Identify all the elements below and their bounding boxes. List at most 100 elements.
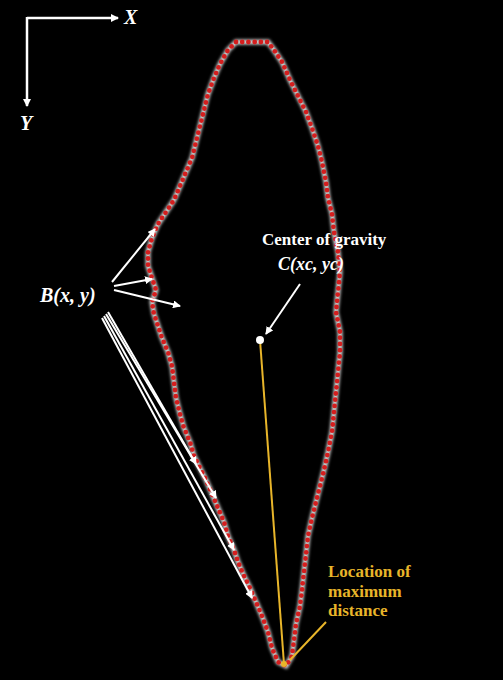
y-axis [26, 17, 29, 106]
boundary-dot [279, 59, 284, 64]
boundary-dot [290, 82, 295, 87]
boundary-dot [335, 373, 340, 378]
boundary-dot [330, 422, 335, 427]
boundary-dot [199, 118, 204, 123]
boundary-dot [196, 130, 201, 135]
axis-label: Y [20, 112, 32, 135]
boundary-dot [233, 551, 238, 556]
boundary-dot [316, 145, 321, 150]
boundary-dot [214, 71, 219, 76]
boundary-dot [269, 44, 274, 49]
boundary-dot [202, 106, 207, 111]
boundary-dot [330, 218, 335, 223]
boundary-dot [318, 151, 323, 156]
boundary-dot [240, 40, 245, 45]
boundary-dot [335, 292, 340, 297]
boundary-dot [306, 531, 311, 536]
boundary-dot [146, 250, 151, 255]
boundary-dot [300, 587, 305, 592]
boundary-dot [303, 556, 308, 561]
boundary-dot [327, 441, 332, 446]
boundary-dot [220, 516, 225, 521]
boundary-dot [181, 424, 186, 429]
boundary-dot [234, 40, 239, 45]
boundary-dot [252, 596, 257, 601]
boundary-dot [266, 631, 271, 636]
boundary-dot [264, 625, 269, 630]
boundary-dot [338, 329, 343, 334]
boundary-dot [150, 304, 155, 309]
callout-label: B(x, y) [40, 284, 96, 307]
boundary-dot [302, 562, 307, 567]
boundary-dot [193, 142, 198, 147]
boundary-dot [293, 624, 298, 629]
boundary-dot [268, 637, 273, 642]
boundary-dot [183, 172, 188, 177]
boundary-dot [176, 406, 181, 411]
boundary-dot [265, 40, 270, 45]
axis-label: X [124, 6, 137, 29]
boundary-dot [180, 177, 185, 182]
boundary-dot [170, 200, 175, 205]
boundary-dot [325, 194, 330, 199]
boundary-dot [191, 148, 196, 153]
boundary-dot [173, 388, 178, 393]
boundary-dot [319, 477, 324, 482]
boundary-dot [185, 166, 190, 171]
boundary-dot [179, 418, 184, 423]
boundary-dot [310, 127, 315, 132]
boundary-dot [147, 244, 152, 249]
boundary-dot [301, 575, 306, 580]
boundary-dot [209, 82, 214, 87]
boundary-dot [337, 354, 342, 359]
boundary-dot [260, 613, 265, 618]
boundary-dot [156, 221, 161, 226]
boundary-dot [338, 335, 343, 340]
boundary-dot [211, 76, 216, 81]
boundary-dot [300, 581, 305, 586]
boundary-dot [312, 507, 317, 512]
boundary-dot [235, 557, 240, 562]
boundary-dot [315, 495, 320, 500]
boundary-dot [324, 182, 329, 187]
boundary-dot [222, 54, 227, 59]
boundary-dot [335, 317, 340, 322]
boundary-dot [322, 169, 327, 174]
boundary-dot [290, 649, 295, 654]
boundary-dot [282, 65, 287, 70]
callout-label: Location of maximum distance [328, 562, 440, 621]
boundary-dot [269, 643, 274, 648]
boundary-dot [307, 525, 312, 530]
boundary-dot [309, 519, 314, 524]
boundary-dot [325, 188, 330, 193]
boundary-dot [332, 410, 337, 415]
boundary-dot [338, 342, 343, 347]
boundary-dot [188, 441, 193, 446]
boundary-dot [169, 363, 174, 368]
boundary-dot [306, 116, 311, 121]
boundary-glow [148, 42, 340, 666]
boundary-dot [152, 292, 157, 297]
boundary-dot [330, 212, 335, 217]
boundary-dot [161, 340, 166, 345]
boundary-dot [207, 88, 212, 93]
boundary-dot [271, 649, 276, 654]
boundary-dot [328, 206, 333, 211]
callout-label: C(xc, yc) [278, 254, 344, 275]
boundary-dot [163, 210, 168, 215]
boundary-dot [159, 334, 164, 339]
leader-arrow [266, 284, 300, 334]
callout-label: Center of gravity [262, 230, 386, 250]
boundary-dot [222, 521, 227, 526]
boundary-dot [173, 195, 178, 200]
boundary-dot [151, 310, 156, 315]
boundary-dot [298, 99, 303, 104]
boundary-dot [325, 453, 330, 458]
boundary-dot [298, 599, 303, 604]
boundary-dot [323, 175, 328, 180]
boundary-dot [327, 200, 332, 205]
boundary-dot [173, 394, 178, 399]
boundary-dot [175, 400, 180, 405]
